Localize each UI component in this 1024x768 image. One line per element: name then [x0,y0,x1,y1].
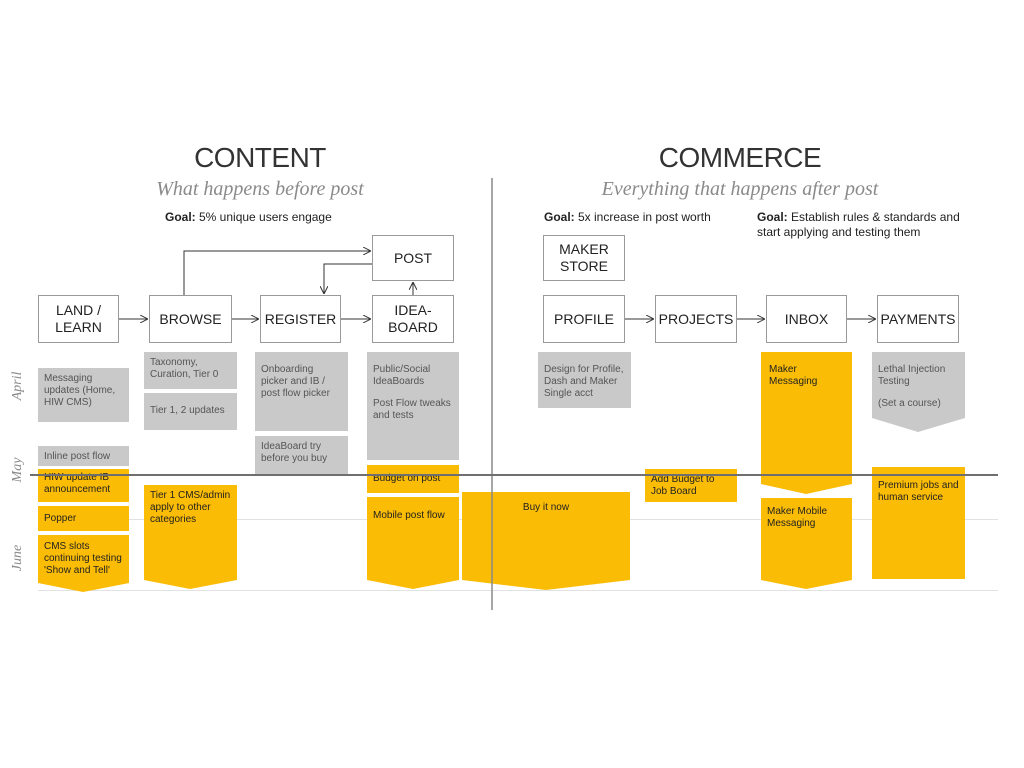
content-goal-text: 5% unique users engage [195,210,332,224]
card-maker-mobile-messaging: Maker Mobile Messaging [767,506,828,529]
card-lethal-injection: Lethal Injection Testing (Set a course) [872,352,965,418]
card-cms-slots: CMS slots continuing testing 'Show and T… [44,541,122,576]
guide-line-end [38,590,998,591]
buy-it-now-shape [462,492,630,590]
card-taxonomy: Taxonomy, Curation, Tier 0 [144,352,237,389]
content-goal-label: Goal: [165,210,196,224]
stage-profile: PROFILE [543,295,625,343]
card-mobile-post-flow: Mobile post flow [373,510,445,521]
stage-land-learn: LAND / LEARN [38,295,119,343]
card-inline-post-flow: Inline post flow [38,446,129,466]
commerce-goal-1-text: 5x increase in post worth [574,210,711,224]
card-messaging-updates: Messaging updates (Home, HIW CMS) [38,368,129,422]
maker-mobile-shape [761,498,852,589]
arrow-browse-to-post [183,251,370,295]
card-lethal-injection-text: Lethal Injection Testing [878,364,946,387]
card-tier1-cms: Tier 1 CMS/admin apply to other categori… [150,490,231,525]
card-buy-it-now: Buy it now [522,502,570,513]
stage-post: POST [372,235,454,281]
stage-projects: PROJECTS [655,295,737,343]
content-title: CONTENT [194,142,326,173]
content-goal: Goal: 5% unique users engage [165,210,405,225]
commerce-goal-2-label: Goal: [757,210,788,224]
commerce-goal-2-text: Establish rules & standards and start ap… [757,210,960,239]
card-popper: Popper [38,506,129,531]
stage-inbox: INBOX [766,295,847,343]
commerce-title: COMMERCE [658,142,822,173]
arrow-post-to-register [324,263,372,293]
card-tier-1-2: Tier 1, 2 updates [144,393,237,430]
commerce-subtitle: Everything that happens after post [601,178,879,200]
maker-messaging-shape [761,352,852,494]
card-set-course: (Set a course) [878,398,941,409]
mobile-post-flow-shape [367,497,459,589]
cms-slots-shape [38,535,129,592]
stage-ideaboard: IDEA-BOARD [372,295,454,343]
stage-maker-store: MAKER STORE [543,235,625,281]
commerce-goal-2: Goal: Establish rules & standards and st… [757,210,967,240]
card-public-social-text: Public/Social IdeaBoards [373,364,431,387]
card-budget-on-post: Budget on post [367,465,459,493]
commerce-goal-1: Goal: 5x increase in post worth [544,210,744,225]
card-public-social: Public/Social IdeaBoards Post Flow tweak… [367,352,459,460]
card-onboarding: Onboarding picker and IB / post flow pic… [255,352,348,431]
stage-payments: PAYMENTS [877,295,959,343]
card-design-profile: Design for Profile, Dash and Maker Singl… [538,352,631,408]
card-maker-messaging: Maker Messaging [769,364,818,387]
card-post-flow-tweaks: Post Flow tweaks and tests [373,398,451,421]
stage-register: REGISTER [260,295,341,343]
card-premium-jobs: Premium jobs and human service [872,467,965,579]
tier1-cms-shape [144,485,237,589]
content-subtitle: What happens before post [156,178,364,200]
card-ideaboard-try: IdeaBoard try before you buy [255,436,348,476]
lethal-injection-pointer [872,418,965,432]
commerce-goal-1-label: Goal: [544,210,575,224]
stage-browse: BROWSE [149,295,232,343]
